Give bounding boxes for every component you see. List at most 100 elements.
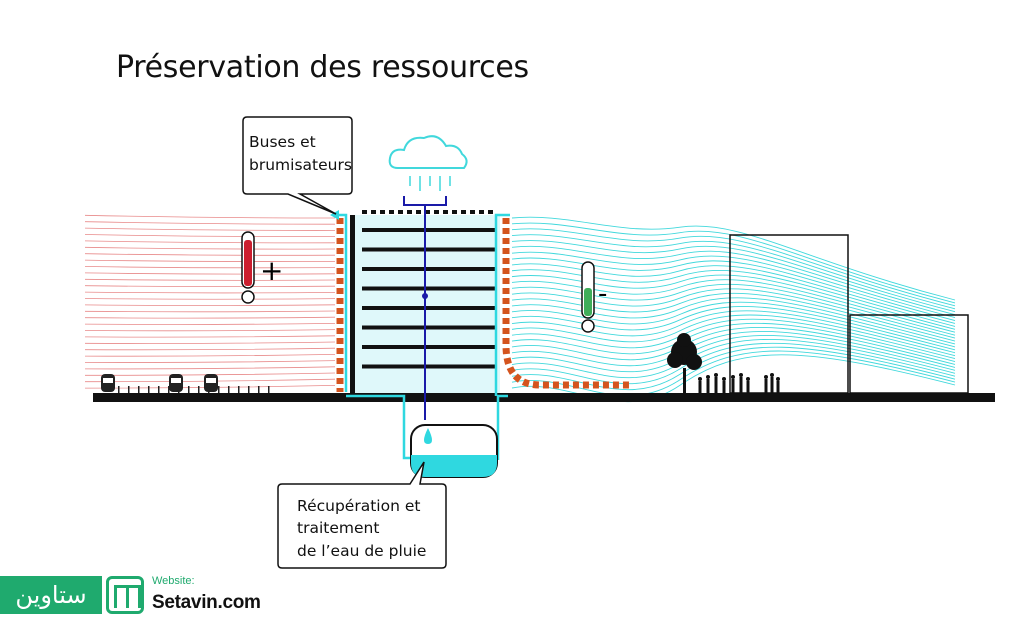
brand-logo-icon bbox=[106, 576, 144, 614]
hot-air-line bbox=[84, 329, 336, 332]
hot-air-line bbox=[84, 291, 336, 294]
bollard bbox=[148, 386, 150, 393]
bollard bbox=[158, 386, 160, 393]
rain-pipe bbox=[403, 196, 447, 420]
car-icon bbox=[204, 374, 218, 392]
hot-air-line bbox=[84, 316, 336, 319]
hot-air-line bbox=[84, 285, 336, 288]
cool-air-line bbox=[511, 257, 956, 321]
floor-slab bbox=[362, 325, 496, 330]
bollard bbox=[198, 386, 200, 393]
cool-air-line bbox=[511, 301, 956, 348]
hot-air-line bbox=[84, 234, 336, 238]
floor-slab bbox=[362, 228, 496, 232]
cool-air-line bbox=[511, 314, 956, 357]
car-icon bbox=[169, 374, 183, 392]
hot-air-line bbox=[84, 253, 336, 256]
bollard bbox=[208, 386, 210, 393]
droplet-icon bbox=[424, 428, 432, 444]
building-floors bbox=[362, 228, 496, 369]
bollard bbox=[248, 386, 250, 393]
bollard bbox=[228, 386, 230, 393]
floor-slab bbox=[362, 286, 496, 291]
cool-sign: - bbox=[598, 279, 607, 309]
bollard bbox=[178, 386, 180, 393]
hot-air-line bbox=[84, 246, 336, 250]
person-icon bbox=[770, 373, 774, 393]
callout-rainwater-line1: Récupération et bbox=[297, 497, 420, 515]
floor-slab bbox=[362, 306, 496, 310]
thermometer-cool-icon bbox=[581, 261, 595, 333]
hot-air-line bbox=[84, 298, 336, 300]
hot-air-line bbox=[84, 278, 336, 281]
hot-air-line bbox=[84, 347, 336, 351]
hot-air-line bbox=[84, 221, 336, 225]
cool-air-line bbox=[511, 263, 956, 324]
person-icon bbox=[698, 377, 702, 393]
floor-slab bbox=[362, 364, 496, 369]
cool-air-line bbox=[511, 222, 956, 304]
cool-air-line bbox=[511, 269, 956, 327]
bollard bbox=[218, 386, 220, 393]
cool-air-line bbox=[511, 331, 956, 368]
website-url: Setavin.com bbox=[152, 592, 261, 613]
car-icon bbox=[101, 374, 115, 392]
hot-air-line bbox=[84, 335, 336, 338]
cool-air-line bbox=[511, 216, 956, 301]
hot-air-line bbox=[84, 341, 336, 344]
hot-air-line bbox=[84, 266, 336, 269]
hot-air-line bbox=[84, 227, 336, 231]
cool-air-flow bbox=[511, 216, 956, 402]
person-icon bbox=[731, 375, 735, 393]
bollard bbox=[238, 386, 240, 393]
cool-air-line bbox=[511, 292, 956, 342]
hot-air-line bbox=[84, 272, 336, 275]
person-icon bbox=[706, 375, 710, 393]
cool-air-line bbox=[511, 310, 956, 354]
floor-slab bbox=[362, 345, 496, 349]
website-label: Website: bbox=[152, 575, 195, 587]
floor-slab bbox=[362, 267, 496, 271]
brand-logo-arabic: ستاوين bbox=[0, 576, 102, 614]
bollard bbox=[138, 386, 140, 393]
hot-air-line bbox=[84, 310, 336, 313]
bollard bbox=[128, 386, 130, 393]
cool-air-line bbox=[511, 288, 956, 339]
callout-nozzles-line2: brumisateurs bbox=[249, 156, 352, 174]
cloud-icon bbox=[388, 135, 468, 169]
cool-air-line bbox=[511, 342, 956, 385]
person-icon bbox=[776, 377, 780, 393]
cool-air-line bbox=[511, 283, 956, 336]
hot-air-line bbox=[84, 366, 336, 370]
callout-rainwater-line3: de l’eau de pluie bbox=[297, 542, 426, 560]
hot-air-line bbox=[84, 360, 336, 363]
bollard bbox=[118, 386, 120, 393]
hot-air-line bbox=[84, 304, 336, 306]
diagram-title: Préservation des ressources bbox=[116, 50, 529, 85]
bollard bbox=[168, 386, 170, 393]
bollard bbox=[188, 386, 190, 393]
cool-air-line bbox=[511, 234, 956, 310]
callout-nozzles-line1: Buses et bbox=[249, 133, 316, 151]
hot-sign: + bbox=[260, 254, 283, 287]
callout-rainwater-line2: traitement bbox=[297, 519, 379, 537]
cool-air-line bbox=[511, 279, 956, 333]
floor-slab bbox=[362, 247, 496, 252]
bollard bbox=[258, 386, 260, 393]
rain-drops bbox=[409, 176, 451, 191]
building-tall bbox=[729, 234, 849, 394]
building-left-wall bbox=[350, 215, 355, 393]
water-circuit bbox=[330, 210, 510, 460]
hot-air-flow bbox=[84, 214, 336, 389]
cars bbox=[101, 374, 270, 393]
cool-air-line bbox=[511, 306, 956, 351]
mist-right bbox=[502, 218, 630, 389]
hot-air-line bbox=[84, 240, 336, 244]
building-short bbox=[849, 314, 969, 394]
person-icon bbox=[739, 373, 743, 393]
thermometer-hot-icon bbox=[241, 231, 255, 304]
people bbox=[698, 373, 780, 393]
hot-air-line bbox=[84, 323, 336, 325]
